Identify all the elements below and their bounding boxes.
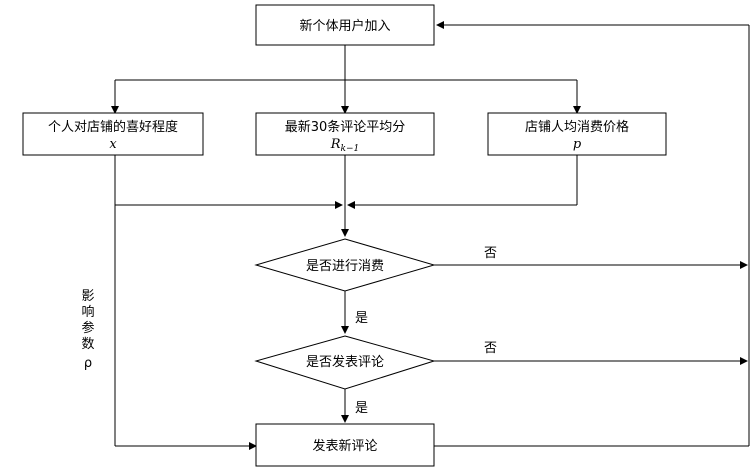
side-char-2: 参 (81, 320, 94, 336)
node-avg-rating-var: Rk−1 (330, 137, 360, 154)
node-price-label: 店铺人均消费价格 (525, 119, 629, 135)
connectors (111, 21, 750, 450)
edge-label-no-1: 否 (484, 246, 497, 261)
edge-label-yes-2: 是 (355, 401, 368, 416)
node-review-decision: 是否发表评论 (254, 335, 436, 390)
node-preference-var: x (109, 137, 117, 152)
node-consume-label: 是否进行消费 (306, 259, 384, 274)
side-char-3: 数 (81, 337, 94, 352)
node-preference: 个人对店铺的喜好程度 x (22, 112, 204, 156)
node-avg-rating-label: 最新30条评论平均分 (285, 119, 406, 135)
node-new-user: 新个体用户加入 (255, 4, 435, 46)
rating-symbol: R (330, 137, 341, 152)
node-price: 店铺人均消费价格 p (487, 112, 667, 156)
node-preference-label: 个人对店铺的喜好程度 (48, 119, 178, 135)
rating-subscript: k−1 (341, 144, 360, 154)
side-char-0: 影 (81, 289, 94, 304)
node-price-var: p (573, 137, 582, 152)
node-new-review: 发表新评论 (255, 423, 435, 467)
side-char-4: ρ (84, 356, 92, 371)
side-label-influence-param: 影 响 参 数 ρ (81, 289, 94, 371)
node-new-user-label: 新个体用户加入 (299, 18, 390, 34)
edge-label-yes-1: 是 (355, 311, 368, 326)
node-review-label: 是否发表评论 (306, 354, 384, 370)
node-consume-decision: 是否进行消费 (254, 238, 436, 292)
node-avg-rating: 最新30条评论平均分 Rk−1 (255, 112, 435, 156)
node-new-review-label: 发表新评论 (312, 438, 377, 454)
side-char-1: 响 (81, 304, 94, 320)
edge-label-no-2: 否 (484, 341, 497, 356)
